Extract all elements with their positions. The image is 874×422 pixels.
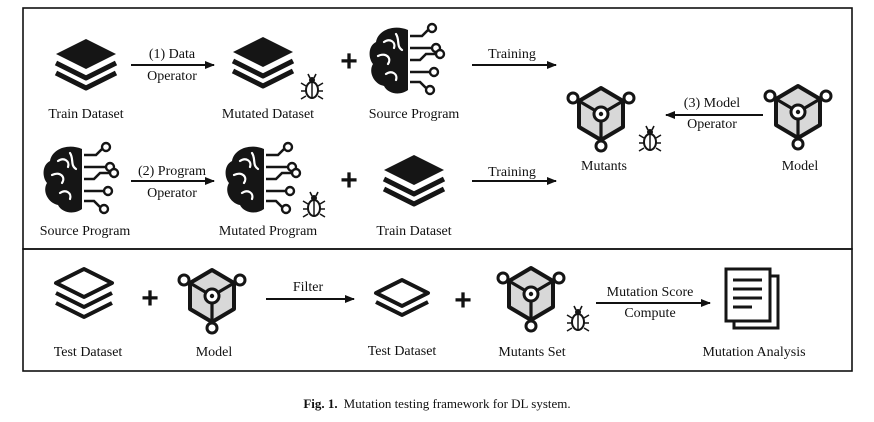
source-program-label: Source Program bbox=[369, 107, 460, 122]
document-icon bbox=[724, 267, 780, 330]
bug-icon bbox=[302, 191, 326, 218]
plus-sign: + bbox=[340, 45, 358, 78]
stack-layers-icon bbox=[56, 39, 116, 88]
stack-layers-icon bbox=[374, 278, 430, 317]
mutants-set-label: Mutants Set bbox=[498, 345, 565, 360]
data-operator-label-line1: (1) Data bbox=[149, 47, 196, 62]
plus-sign: + bbox=[454, 284, 472, 317]
brain-circuit-icon bbox=[224, 141, 302, 215]
score-label-line2: Compute bbox=[624, 306, 675, 321]
caption-prefix: Fig. 1. bbox=[303, 396, 337, 411]
model-cube-icon bbox=[566, 86, 636, 153]
plus-sign: + bbox=[340, 164, 358, 197]
model-label-bottom: Model bbox=[196, 345, 233, 360]
mutation-analysis-label: Mutation Analysis bbox=[702, 345, 805, 360]
program-operator-label-line1: (2) Program bbox=[138, 164, 206, 179]
bug-icon bbox=[300, 73, 324, 100]
mutants-label: Mutants bbox=[581, 159, 627, 174]
stack-layers-icon bbox=[233, 37, 293, 86]
mutated-dataset-label: Mutated Dataset bbox=[222, 107, 314, 122]
model-label-top: Model bbox=[782, 159, 819, 174]
filter-label: Filter bbox=[293, 280, 324, 295]
source-program-label-2: Source Program bbox=[40, 224, 131, 239]
bottom-panel bbox=[22, 248, 853, 372]
model-operator-label-line1: (3) Model bbox=[684, 96, 740, 111]
filtered-test-dataset-label: Test Dataset bbox=[368, 344, 437, 359]
model-operator-label-line2: Operator bbox=[687, 117, 737, 132]
stack-layers-icon bbox=[384, 155, 444, 204]
program-operator-label-line2: Operator bbox=[147, 186, 197, 201]
brain-circuit-icon bbox=[42, 141, 120, 215]
train-dataset-label-2: Train Dataset bbox=[376, 224, 451, 239]
data-operator-label-line2: Operator bbox=[147, 69, 197, 84]
mutated-program-label: Mutated Program bbox=[219, 224, 317, 239]
brain-circuit-icon bbox=[368, 22, 446, 96]
caption-text: Mutation testing framework for DL system… bbox=[344, 396, 571, 411]
bug-icon bbox=[638, 125, 662, 152]
training-label-2: Training bbox=[488, 165, 536, 180]
train-dataset-label: Train Dataset bbox=[48, 107, 123, 122]
model-cube-icon bbox=[496, 266, 566, 333]
model-cube-icon bbox=[177, 268, 247, 335]
training-label-1: Training bbox=[488, 47, 536, 62]
figure-caption: Fig. 1. Mutation testing framework for DL… bbox=[303, 396, 570, 411]
plus-sign: + bbox=[141, 282, 159, 315]
model-cube-icon bbox=[763, 84, 833, 151]
score-label-line1: Mutation Score bbox=[607, 285, 694, 300]
test-dataset-label: Test Dataset bbox=[54, 345, 123, 360]
stack-layers-icon bbox=[54, 267, 114, 319]
bug-icon bbox=[566, 305, 590, 332]
